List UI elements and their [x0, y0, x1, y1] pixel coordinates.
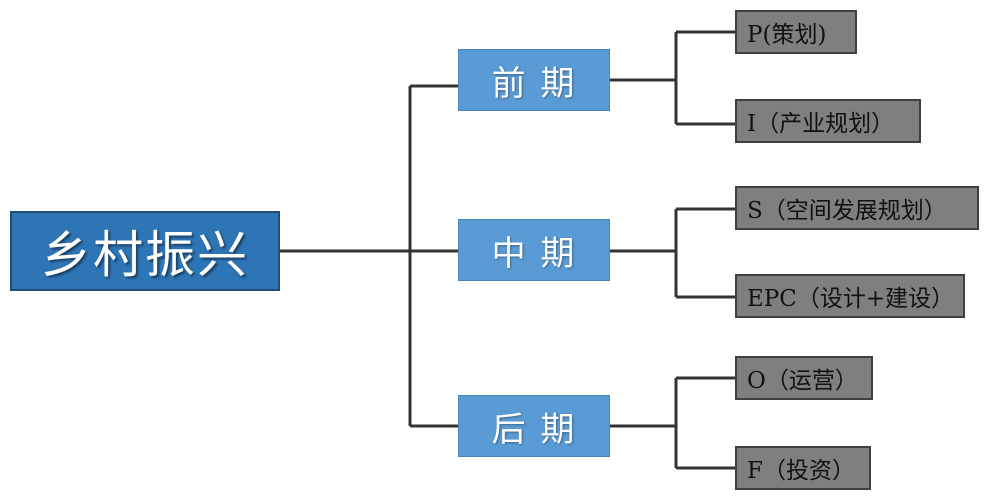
leaf-node-investment: F（投资）: [735, 446, 871, 490]
leaf-label: I（产业规划）: [747, 111, 895, 137]
leaf-node-spatial-planning: S（空间发展规划）: [735, 186, 979, 230]
leaf-node-industry-planning: I（产业规划）: [735, 99, 921, 143]
leaf-node-design-build: EPC（设计+建设）: [735, 274, 965, 318]
leaf-label: EPC（设计+建设）: [747, 286, 955, 312]
leaf-node-planning: P(策划): [735, 10, 857, 54]
phase-node-middle: 中 期: [458, 219, 610, 281]
phase-label: 前 期: [491, 63, 577, 104]
root-node: 乡村振兴: [10, 211, 280, 291]
phase-label: 中 期: [491, 233, 577, 274]
leaf-label: F（投资）: [747, 458, 855, 484]
root-label: 乡村振兴: [41, 226, 249, 284]
phase-label: 后 期: [491, 409, 577, 450]
leaf-label: O（运营）: [747, 368, 858, 394]
leaf-node-operation: O（运营）: [735, 356, 873, 400]
phase-node-early: 前 期: [458, 49, 610, 111]
phase-node-late: 后 期: [458, 395, 610, 457]
leaf-label: P(策划): [747, 22, 827, 48]
leaf-label: S（空间发展规划）: [747, 198, 947, 224]
